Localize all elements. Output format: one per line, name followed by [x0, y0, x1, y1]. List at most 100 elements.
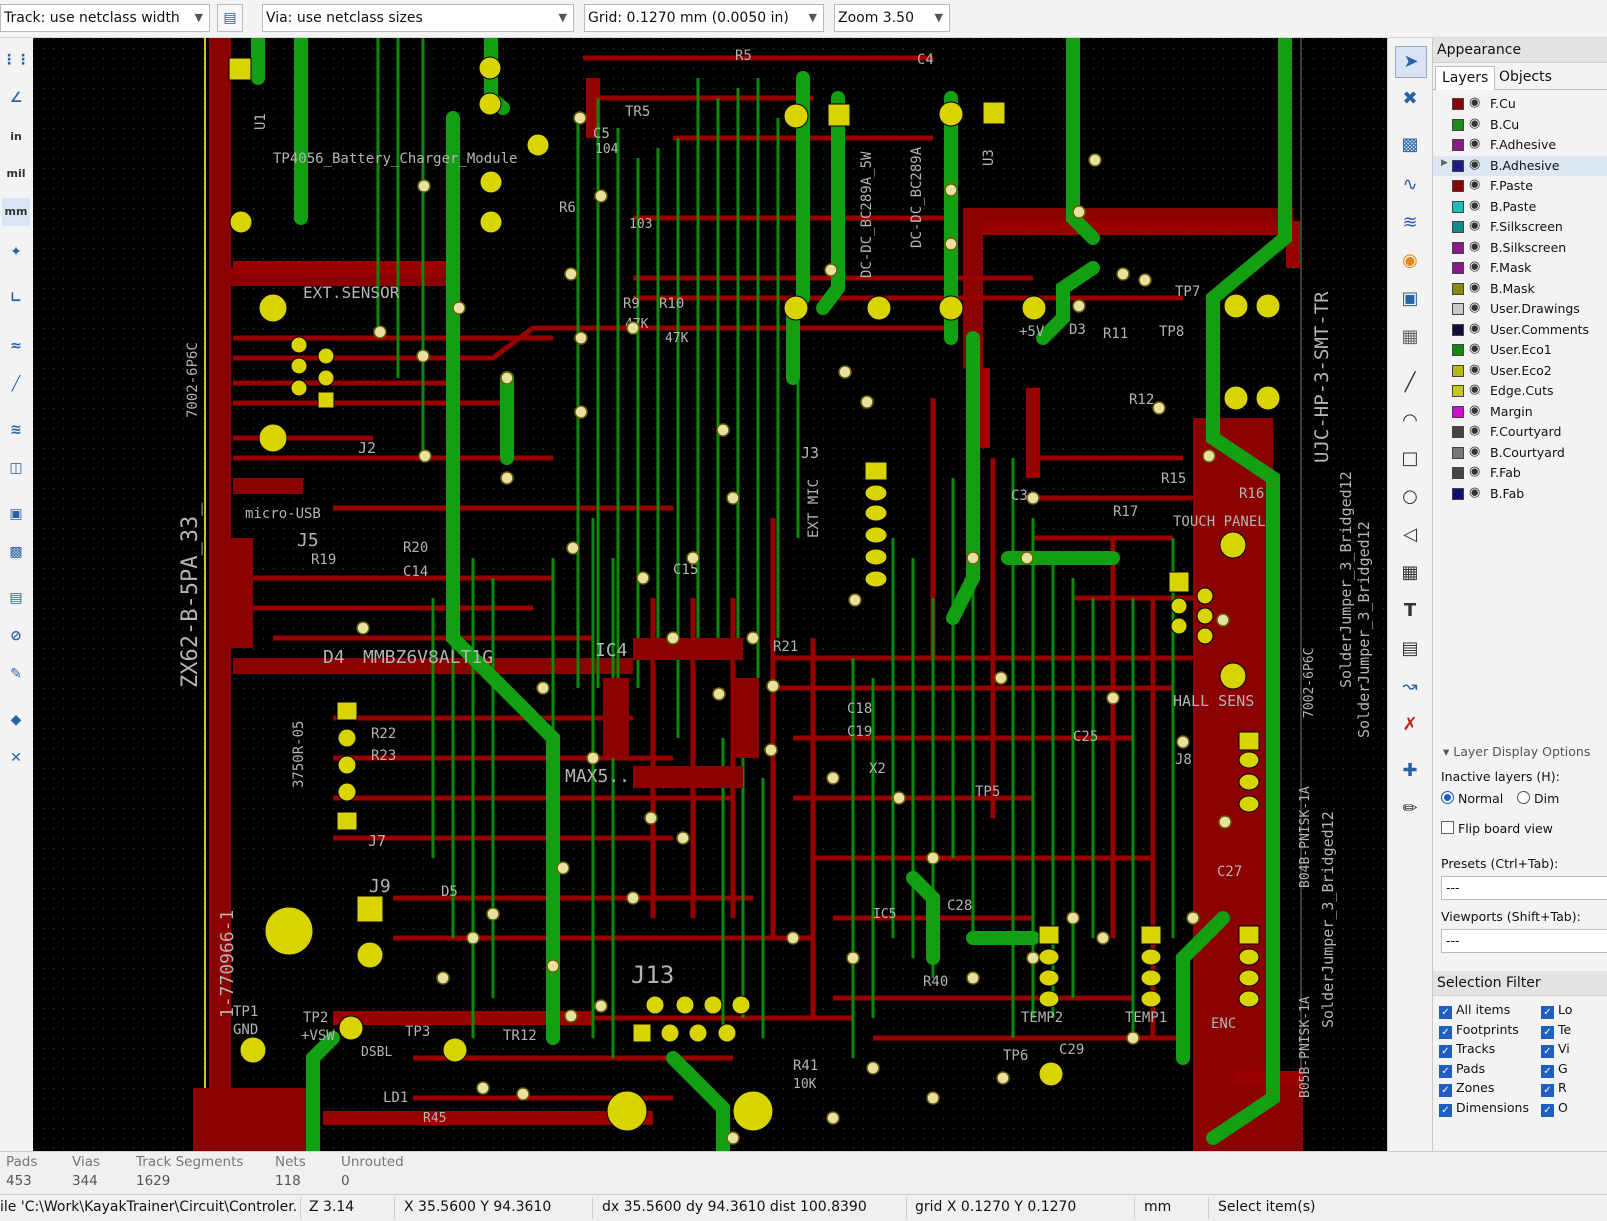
- layer-color-swatch[interactable]: [1452, 282, 1464, 295]
- layer-color-swatch[interactable]: [1452, 159, 1464, 172]
- text-outline-icon[interactable]: ⊘: [10, 628, 22, 644]
- eye-icon[interactable]: ◉: [1469, 259, 1481, 274]
- rectangle-icon[interactable]: □: [1401, 448, 1419, 469]
- line-icon[interactable]: ╱: [1404, 372, 1416, 393]
- filter-tracks[interactable]: ✓Tracks: [1439, 1041, 1495, 1058]
- layer-color-swatch[interactable]: [1452, 364, 1464, 377]
- layer-color-swatch[interactable]: [1452, 262, 1464, 274]
- layer-color-swatch[interactable]: [1452, 241, 1464, 254]
- layer-row[interactable]: ◉B.Fab: [1433, 484, 1607, 505]
- circle-icon[interactable]: ○: [1402, 486, 1418, 507]
- eye-icon[interactable]: ◉: [1469, 402, 1481, 418]
- layer-row[interactable]: ◉F.Cu: [1433, 94, 1607, 115]
- via-icon[interactable]: ◉: [1402, 250, 1418, 271]
- eye-icon[interactable]: ◉: [1469, 136, 1481, 151]
- layer-color-swatch[interactable]: [1452, 180, 1464, 192]
- layer-row[interactable]: ◉Margin: [1433, 402, 1607, 423]
- edit-pre-defined-sizes-button[interactable]: ▤: [217, 4, 243, 32]
- eye-icon[interactable]: ◉: [1469, 443, 1481, 459]
- eye-icon[interactable]: ◉: [1469, 156, 1481, 172]
- eye-icon[interactable]: ◉: [1469, 464, 1481, 479]
- layers-manager-icon[interactable]: ◆: [10, 712, 22, 728]
- cursor-shape-icon[interactable]: ✦: [10, 244, 22, 260]
- footprint-icon[interactable]: ▩: [1401, 134, 1419, 155]
- flip-board-checkbox[interactable]: Flip board view: [1441, 821, 1553, 836]
- rule-area-icon[interactable]: ▦: [1401, 326, 1419, 347]
- polar-coords-icon[interactable]: ∠: [9, 90, 23, 106]
- filter-vias[interactable]: ✓Vi: [1541, 1041, 1570, 1058]
- layer-row[interactable]: ◉User.Eco1: [1433, 340, 1607, 361]
- tab-layers[interactable]: Layers: [1435, 66, 1496, 90]
- layer-color-swatch[interactable]: [1452, 344, 1464, 356]
- layer-row[interactable]: ◉F.Mask: [1433, 258, 1607, 279]
- presets-combo[interactable]: ---: [1441, 876, 1607, 900]
- filter-zones[interactable]: ✓Zones: [1439, 1080, 1494, 1097]
- measure-icon[interactable]: ✏: [1402, 798, 1418, 819]
- layer-color-swatch[interactable]: [1452, 426, 1464, 438]
- zoom-dropdown[interactable]: Zoom 3.50 ▼: [834, 4, 950, 32]
- filter-graphics[interactable]: ✓G: [1541, 1061, 1568, 1078]
- layer-row[interactable]: ◉B.Paste: [1433, 197, 1607, 218]
- tools-icon[interactable]: ✕: [10, 750, 22, 766]
- layer-row[interactable]: ◉F.Paste: [1433, 176, 1607, 197]
- mm-units-button[interactable]: mm: [2, 198, 30, 226]
- layer-row[interactable]: ◉Edge.Cuts: [1433, 381, 1607, 402]
- layer-row[interactable]: ◉B.Mask: [1433, 279, 1607, 300]
- eye-icon[interactable]: ◉: [1469, 341, 1481, 356]
- zone-outline-icon[interactable]: ≋: [10, 422, 22, 438]
- eye-icon[interactable]: ◉: [1469, 320, 1481, 336]
- filter-pads[interactable]: ✓Pads: [1439, 1061, 1485, 1078]
- select-arrow-icon[interactable]: ➤: [1395, 46, 1427, 78]
- layer-row[interactable]: ◉User.Eco2: [1433, 361, 1607, 382]
- eye-icon[interactable]: ◉: [1469, 361, 1481, 377]
- layer-color-swatch[interactable]: [1452, 118, 1464, 131]
- zone-icon[interactable]: ▣: [1401, 288, 1419, 309]
- image-icon[interactable]: ▦: [1401, 562, 1419, 583]
- highcontrast-icon[interactable]: ✎: [10, 666, 22, 682]
- viewports-combo[interactable]: ---: [1441, 929, 1607, 953]
- layer-row[interactable]: ◉F.Silkscreen: [1433, 217, 1607, 238]
- layer-color-swatch[interactable]: [1452, 467, 1464, 479]
- local-ratsnest-icon[interactable]: ✖: [1402, 88, 1418, 109]
- track-outline-icon[interactable]: ╱: [11, 376, 21, 392]
- eye-icon[interactable]: ◉: [1469, 279, 1481, 295]
- layer-color-swatch[interactable]: [1452, 221, 1464, 233]
- layer-row-active[interactable]: ▶◉B.Adhesive: [1433, 155, 1607, 176]
- text-icon[interactable]: T: [1403, 600, 1417, 621]
- via-outline-icon[interactable]: ▩: [9, 544, 23, 560]
- layer-color-swatch[interactable]: [1452, 323, 1464, 336]
- layer-row[interactable]: ◉B.Silkscreen: [1433, 238, 1607, 259]
- layer-row[interactable]: ◉F.Adhesive: [1433, 135, 1607, 156]
- layer-display-options-toggle[interactable]: ▾ Layer Display Options: [1443, 744, 1591, 759]
- mil-units-button[interactable]: mil: [6, 167, 26, 180]
- layer-color-swatch[interactable]: [1452, 385, 1464, 397]
- filter-text[interactable]: ✓Te: [1541, 1022, 1571, 1039]
- filter-dimensions[interactable]: ✓Dimensions: [1439, 1100, 1529, 1117]
- eye-icon[interactable]: ◉: [1469, 382, 1481, 397]
- polygon-icon[interactable]: ◁: [1403, 524, 1417, 545]
- eye-icon[interactable]: ◉: [1469, 95, 1481, 110]
- arc-icon[interactable]: ◠: [1402, 410, 1418, 431]
- track-width-dropdown[interactable]: Track: use netclass width ▼: [0, 4, 210, 32]
- eye-icon[interactable]: ◉: [1469, 484, 1481, 500]
- eye-icon[interactable]: ◉: [1469, 197, 1481, 213]
- pcb-canvas[interactable]: EXT.SENSOR U1 TP4056_Battery_Charger_Mod…: [33, 38, 1387, 1151]
- layer-row[interactable]: ◉F.Courtyard: [1433, 422, 1607, 443]
- dimension-icon[interactable]: ↝: [1402, 676, 1418, 697]
- filter-rule-areas[interactable]: ✓R: [1541, 1080, 1567, 1097]
- normal-radio[interactable]: Normal: [1441, 791, 1503, 806]
- route-track-icon[interactable]: ∿: [1402, 174, 1418, 195]
- eye-icon[interactable]: ◉: [1469, 115, 1481, 131]
- eye-icon[interactable]: ◉: [1469, 177, 1481, 192]
- eye-icon[interactable]: ◉: [1469, 300, 1481, 315]
- layer-color-swatch[interactable]: [1452, 446, 1464, 459]
- filter-other[interactable]: ✓O: [1541, 1100, 1568, 1117]
- layer-row[interactable]: ◉F.Fab: [1433, 463, 1607, 484]
- layer-color-swatch[interactable]: [1452, 200, 1464, 213]
- graphic-outline-icon[interactable]: ▤: [9, 590, 23, 606]
- layer-color-swatch[interactable]: [1452, 139, 1464, 151]
- filter-locked[interactable]: ✓Lo: [1541, 1002, 1572, 1019]
- curved-ratsnest-icon[interactable]: ≈: [10, 338, 22, 354]
- tab-objects[interactable]: Objects: [1499, 69, 1552, 85]
- net-highlight-icon[interactable]: ▣: [9, 506, 23, 522]
